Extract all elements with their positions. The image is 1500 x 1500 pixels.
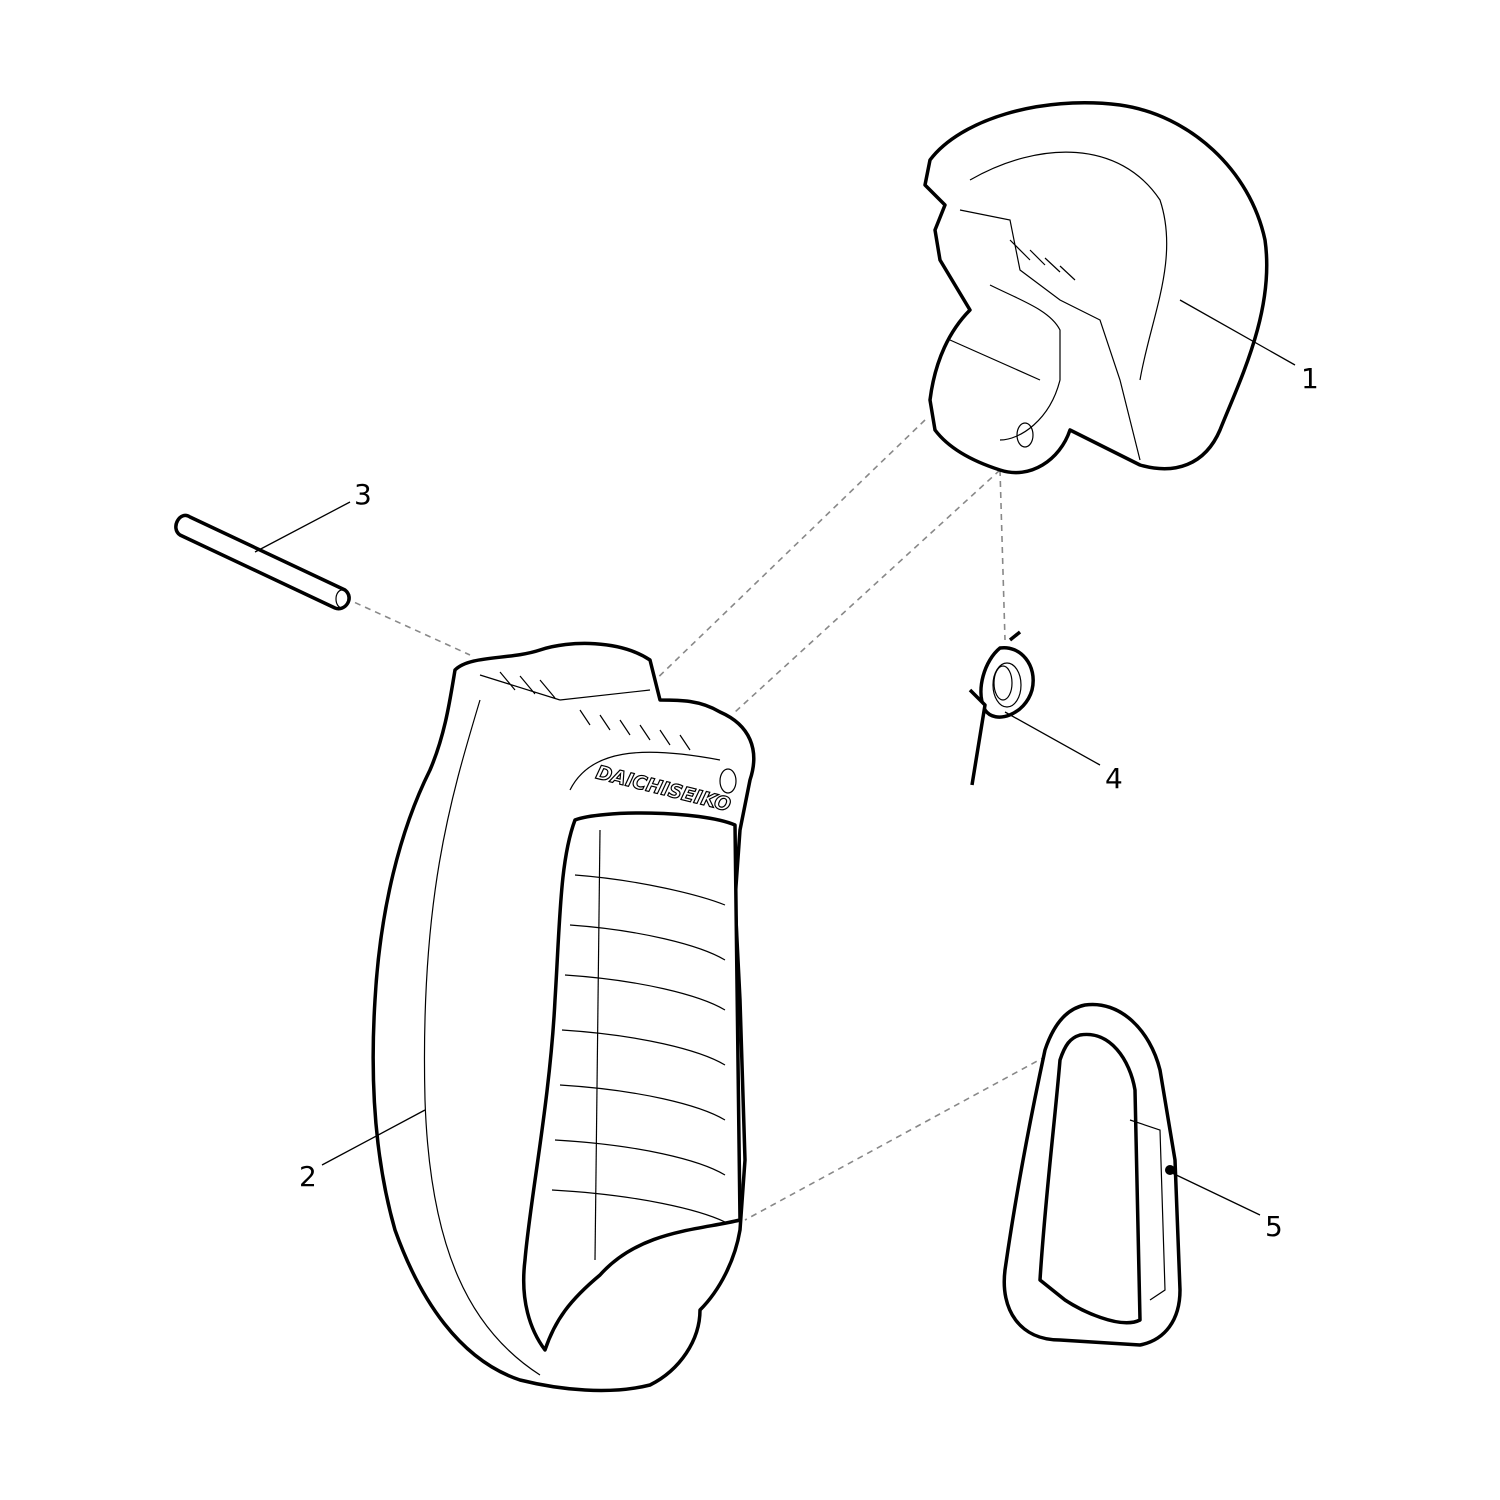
callout-1: 1 [1301, 362, 1319, 395]
part-4-spring [968, 630, 1035, 786]
leader-lines [254, 299, 1296, 1216]
part-1-hook-head [923, 101, 1269, 475]
callout-4: 4 [1105, 762, 1123, 795]
part-5-carabiner [1002, 1002, 1182, 1347]
part-3-pin [174, 513, 351, 611]
grip-ribs [551, 829, 726, 1261]
assembly-lines [344, 419, 1086, 1221]
part-2-handle: DAICHISEIKO [371, 641, 756, 1393]
callout-2: 2 [299, 1160, 317, 1193]
callout-3: 3 [354, 478, 372, 511]
callout-5: 5 [1265, 1210, 1283, 1243]
